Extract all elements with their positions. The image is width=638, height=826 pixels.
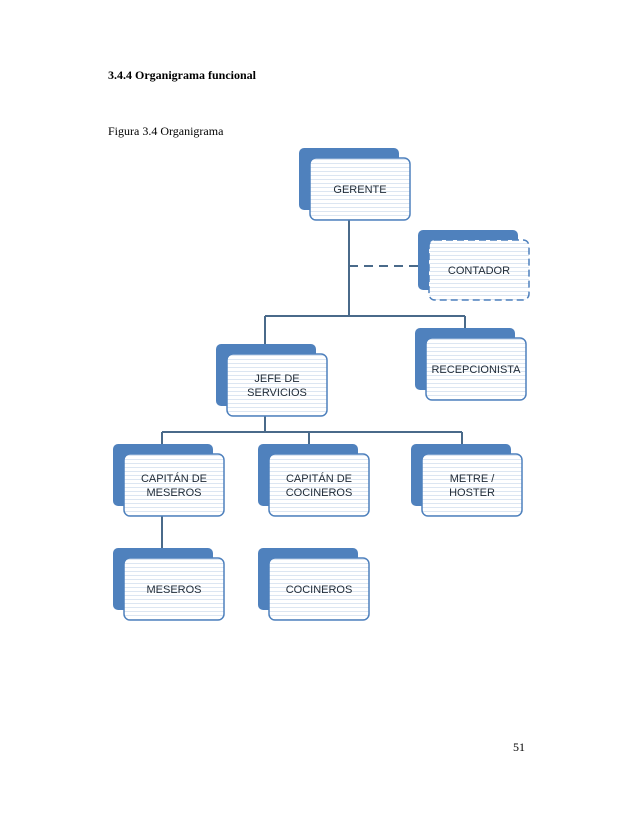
node-label: MESEROS [146,487,201,499]
node-capitan-de-cocineros: CAPITÁN DE COCINEROS [258,444,370,517]
node-label: CAPITÁN DE [141,472,207,485]
org-nodes: GERENTE CONTADOR RECEPCIONISTA JEFE DE SERVI… [113,148,530,621]
node-label: RECEPCIONISTA [431,364,521,376]
node-jefe-de-servicios: JEFE DE SERVICIOS [216,344,328,417]
node-box [309,157,411,221]
node-box [268,557,370,621]
node-label: HOSTER [449,487,495,499]
node-label: METRE / [450,473,496,485]
node-contador: CONTADOR [418,230,530,301]
node-box [123,557,225,621]
node-gerente: GERENTE [299,148,411,221]
node-box [428,239,530,301]
figure-caption: Figura 3.4 Organigrama [108,124,224,138]
node-label: MESEROS [146,584,201,596]
node-label: JEFE DE [254,373,299,385]
node-cocineros: COCINEROS [258,548,370,621]
node-metre-hoster: METRE / HOSTER [411,444,523,517]
node-recepcionista: RECEPCIONISTA [415,328,527,401]
node-box [226,353,328,417]
node-capitan-de-meseros: CAPITÁN DE MESEROS [113,444,225,517]
node-box [123,453,225,517]
node-label: COCINEROS [286,584,353,596]
node-box [268,453,370,517]
node-box [421,453,523,517]
node-label: SERVICIOS [247,387,307,399]
node-meseros: MESEROS [113,548,225,621]
node-label: CONTADOR [448,265,510,277]
section-heading: 3.4.4 Organigrama funcional [108,68,257,82]
node-box [425,337,527,401]
page-number: 51 [513,740,525,754]
node-label: CAPITÁN DE [286,472,352,485]
node-label: GERENTE [333,184,386,196]
node-label: COCINEROS [286,487,353,499]
